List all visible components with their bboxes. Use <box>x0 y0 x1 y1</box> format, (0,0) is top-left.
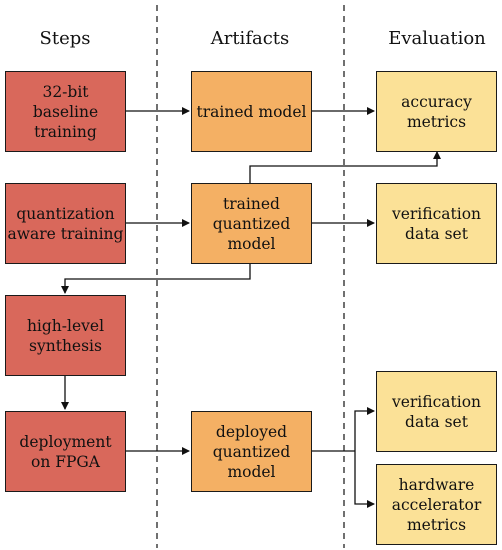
step-quantization-aware-training: quantization aware training <box>5 183 126 264</box>
header-artifacts: Artifacts <box>210 28 290 49</box>
arrow-deployed-to-verification <box>354 407 375 451</box>
artifact-deployed-quantized-model: deployed quantized model <box>191 411 312 492</box>
artifact-trained-quantized-model: trained quantized model <box>191 183 312 264</box>
eval-accuracy-metrics: accuracy metrics <box>376 71 497 152</box>
header-evaluation: Evaluation <box>388 28 486 49</box>
artifact-trained-model: trained model <box>191 71 312 152</box>
arrow-deployed-to-hardware <box>354 451 375 508</box>
header-steps: Steps <box>39 28 91 49</box>
arrow-quantized-to-accuracy <box>249 151 441 183</box>
step-baseline-training: 32-bit baseline training <box>5 71 126 152</box>
eval-hardware-accelerator-metrics: hardware accelerator metrics <box>376 464 497 545</box>
eval-verification-data-set-fpga: verification data set <box>376 371 497 452</box>
step-deployment-on-fpga: deployment on FPGA <box>5 411 126 492</box>
arrow-quantized-to-hls <box>61 264 251 294</box>
step-high-level-synthesis: high-level synthesis <box>5 295 126 376</box>
eval-verification-data-set: verification data set <box>376 183 497 264</box>
